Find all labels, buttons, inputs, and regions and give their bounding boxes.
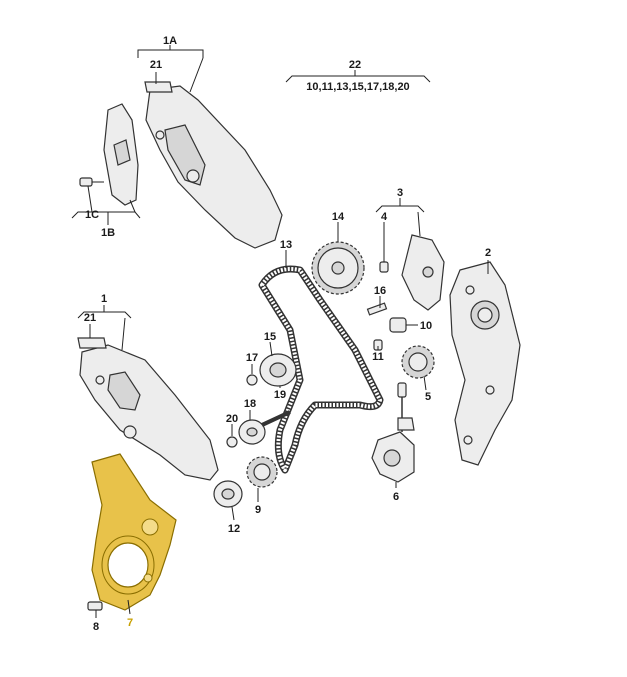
engine-bracket: [449, 261, 521, 466]
callout-3: 3: [397, 187, 403, 199]
callout-4: 4: [381, 211, 388, 223]
crankshaft-sprocket: [246, 456, 278, 488]
bolt-8: [87, 601, 103, 611]
callout-18: 18: [244, 398, 256, 410]
timing-belt: [258, 265, 384, 474]
callout-15: 15: [264, 331, 276, 343]
callout-12: 12: [228, 523, 240, 535]
callout-9: 9: [255, 504, 261, 516]
callout-1A: 1A: [163, 35, 177, 47]
callout-22: 22: [349, 59, 361, 71]
idler-roller: [238, 410, 291, 445]
bolt-4: [379, 261, 389, 273]
nut-17: [246, 374, 258, 386]
callout-1B: 1B: [101, 227, 115, 239]
camshaft-sprocket: [311, 241, 365, 295]
lower-timing-cover: [79, 344, 219, 481]
callout-21-mid: 21: [84, 312, 96, 324]
bolt-1c: [79, 177, 104, 187]
callout-14: 14: [332, 211, 345, 223]
leader-12: [231, 506, 235, 521]
small-side-cover: [103, 103, 139, 206]
cover-clip-lower: [77, 337, 107, 349]
callout-20: 20: [226, 413, 238, 425]
sleeve-10: [389, 317, 407, 333]
cover-clip: [144, 81, 173, 93]
leader-lines-upper: [71, 45, 431, 225]
callout-21-top: 21: [150, 59, 162, 71]
callout-17: 17: [246, 352, 258, 364]
leader-3b: [417, 211, 421, 237]
callout-8: 8: [93, 621, 99, 633]
callout-11: 11: [372, 351, 384, 363]
tension-roller: [259, 353, 297, 387]
callout-19: 19: [274, 389, 286, 401]
callout-13: 13: [280, 239, 292, 251]
leader-7: [127, 599, 131, 615]
callout-2: 2: [485, 247, 491, 259]
nut-20: [226, 436, 238, 448]
stud-16: [366, 302, 388, 316]
tensioner-bracket: [401, 234, 445, 311]
callout-1C: 1C: [85, 209, 99, 221]
pump-sprocket: [401, 345, 435, 379]
callout-16: 16: [374, 285, 386, 297]
sensor-housing: [371, 382, 415, 483]
crankshaft-hub: [213, 480, 243, 508]
rear-timing-panel-highlighted: [91, 453, 177, 611]
callout-22-list: 10,11,13,15,17,18,20: [306, 81, 409, 93]
callout-5: 5: [425, 391, 431, 403]
callout-6: 6: [393, 491, 399, 503]
callout-7: 7: [127, 617, 133, 629]
leader-5: [423, 375, 427, 391]
upper-timing-cover: [145, 85, 283, 249]
callout-10: 10: [420, 320, 432, 332]
leader-15: [269, 341, 273, 357]
leader-1c: [121, 317, 126, 351]
callout-1: 1: [101, 293, 107, 305]
